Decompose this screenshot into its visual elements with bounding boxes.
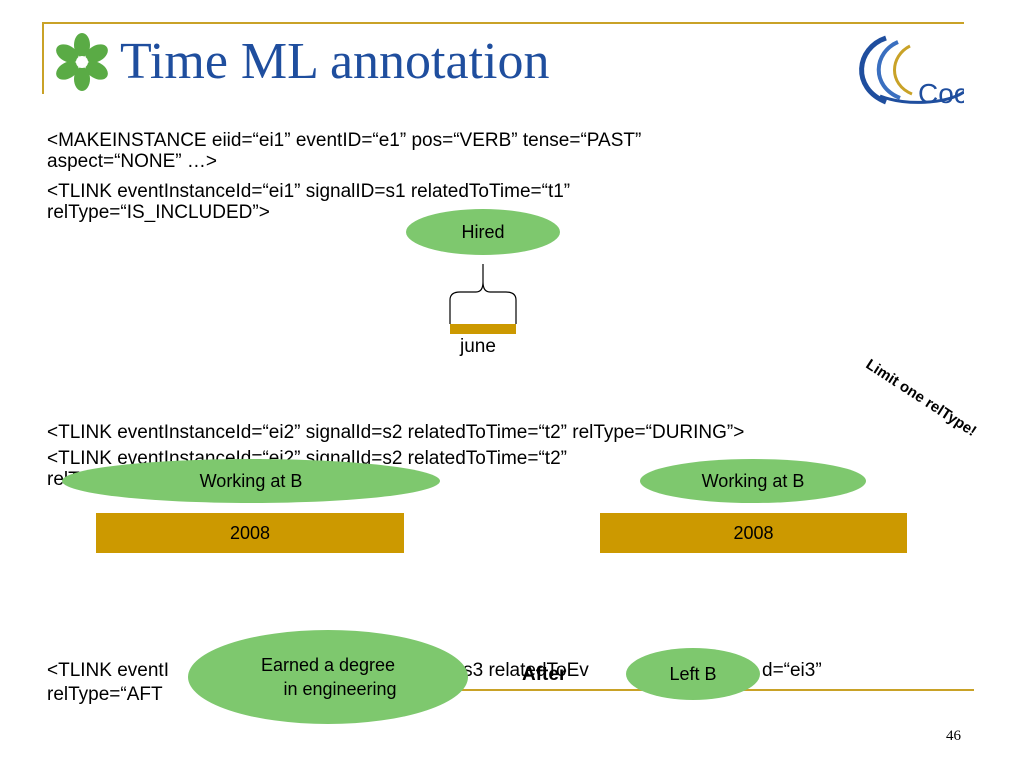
after-label: After <box>522 664 567 685</box>
text-line-10: d=“ei3” <box>762 660 822 681</box>
text-line-5: <TLINK eventInstanceId=“ei2” signalId=s2… <box>47 422 745 443</box>
text-line-2: aspect=“NONE” …> <box>47 151 217 172</box>
brace-icon <box>449 264 517 324</box>
frame-top-line <box>42 22 964 24</box>
hired-oval: Hired <box>406 209 560 255</box>
text-line-11: relType=“AFT <box>47 684 163 705</box>
text-line-3: <TLINK eventInstanceId=“ei1” signalID=s1… <box>47 181 571 202</box>
june-label: june <box>460 336 496 357</box>
limit-reltype-note: Limit one relType! <box>862 356 980 441</box>
left-b-oval: Left B <box>626 648 760 700</box>
page-number: 46 <box>946 728 961 744</box>
earned-degree-oval: Earned a degree in engineering <box>188 630 468 724</box>
logo-text: Coc <box>918 78 964 109</box>
earned-degree-line2: in engineering <box>283 679 397 699</box>
year-bar-right: 2008 <box>600 513 907 553</box>
swoosh-logo-icon <box>859 35 964 105</box>
text-line-1: <MAKEINSTANCE eiid=“ei1” eventID=“e1” po… <box>47 130 642 151</box>
working-oval-left: Working at B <box>62 459 440 503</box>
frame-bottom-line <box>230 689 974 691</box>
year-bar-left: 2008 <box>96 513 404 553</box>
text-line-4: relType=“IS_INCLUDED”> <box>47 202 270 223</box>
text-line-9: =s3 relatedToEv <box>452 660 589 681</box>
text-line-8: <TLINK eventI <box>47 660 169 681</box>
working-oval-right: Working at B <box>640 459 866 503</box>
frame-left-line <box>42 22 44 94</box>
june-bar <box>450 324 516 334</box>
flower-logo-icon <box>56 33 108 91</box>
slide-title: Time ML annotation <box>120 33 550 90</box>
earned-degree-line1: Earned a degree <box>260 655 396 675</box>
